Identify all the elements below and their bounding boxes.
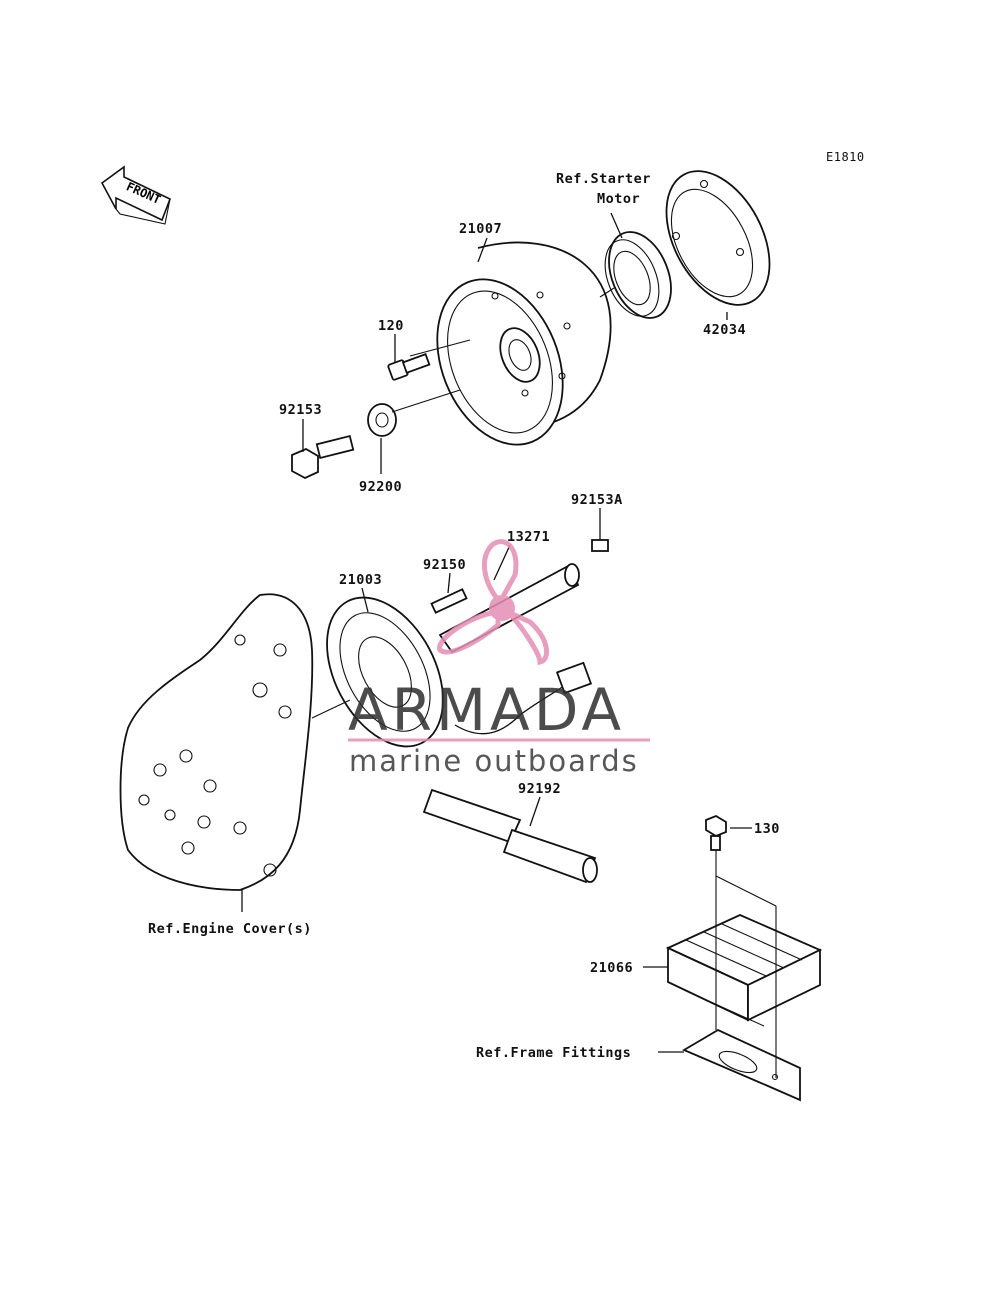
diagram-code: E1810 [826,150,865,164]
watermark-tagline: marine outboards [349,744,639,778]
label-21066: 21066 [590,960,633,976]
label-21003: 21003 [339,572,382,588]
label-13271: 13271 [507,529,550,545]
label-ref-engine-cover: Ref.Engine Cover(s) [148,921,312,937]
label-92192: 92192 [518,781,561,797]
leader-lines [241,212,777,1078]
washer-92200 [367,403,397,437]
label-92200: 92200 [359,479,402,495]
screw-92150 [430,588,468,614]
sleeve-92192 [422,788,598,884]
bolt-120 [387,353,431,381]
label-ref-frame-fittings: Ref.Frame Fittings [476,1045,631,1061]
watermark: ARMADA marine outboards [348,539,650,778]
label-ref-starter-line1: Ref.Starter [556,171,651,187]
label-120: 120 [378,318,404,334]
label-92150: 92150 [423,557,466,573]
label-130: 130 [754,821,780,837]
propeller-logo-icon [437,539,550,666]
label-21007: 21007 [459,221,502,237]
starter-clutch [604,231,672,319]
label-ref-starter-line2: Motor [597,191,640,207]
watermark-brand: ARMADA [348,676,625,744]
stator-21003 [326,596,593,748]
bolt-92153 [291,435,355,480]
bolt-130 [705,814,727,851]
gear-42034 [665,170,771,306]
bolt-92153A [591,539,609,552]
front-arrow-icon: FRONT [100,165,172,225]
frame-bracket [682,1028,801,1102]
label-42034: 42034 [703,322,746,338]
rotor-21007 [436,241,612,446]
label-92153A: 92153A [571,492,623,508]
regulator-21066 [665,914,823,1027]
label-92153: 92153 [279,402,322,418]
engine-cover [119,593,351,891]
